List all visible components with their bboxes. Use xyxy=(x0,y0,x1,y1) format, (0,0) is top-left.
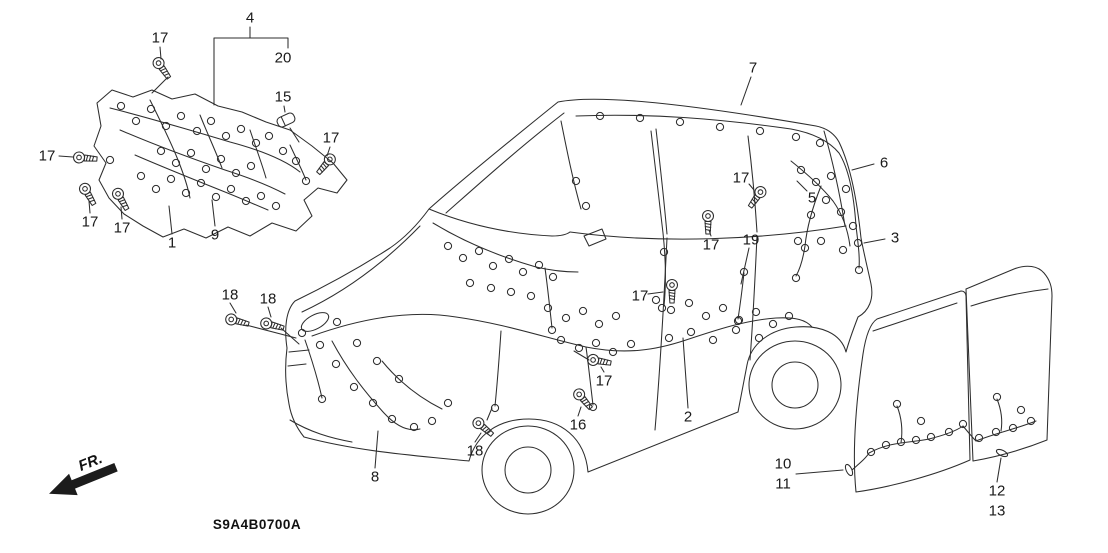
diagram-code: S9A4B0700A xyxy=(212,517,302,532)
callout-17-7: 17 xyxy=(113,219,131,237)
callout-6-23: 6 xyxy=(879,154,889,172)
callout-20-2: 20 xyxy=(274,49,292,67)
callout-16-14: 16 xyxy=(569,416,587,434)
callout-12-27: 12 xyxy=(988,482,1006,500)
ip-harness-assembly xyxy=(93,89,348,239)
callout-17-6: 17 xyxy=(81,213,99,231)
callout-18-10: 18 xyxy=(221,286,239,304)
callout-3-24: 3 xyxy=(890,229,900,247)
callout-13-28: 13 xyxy=(988,502,1006,520)
callout-7-22: 7 xyxy=(748,59,758,77)
callout-19-19: 19 xyxy=(742,231,760,249)
callout-10-25: 10 xyxy=(774,455,792,473)
floor-harness xyxy=(297,111,864,432)
callout-17-20: 17 xyxy=(732,169,750,187)
callout-17-5: 17 xyxy=(322,129,340,147)
door-panels xyxy=(844,265,1053,493)
callout-17-0: 17 xyxy=(151,29,169,47)
callout-1-8: 1 xyxy=(167,234,177,252)
callout-4-1: 4 xyxy=(245,9,255,27)
callout-15-3: 15 xyxy=(274,88,292,106)
callout-18-13: 18 xyxy=(466,442,484,460)
callout-5-21: 5 xyxy=(807,189,817,207)
callout-11-26: 11 xyxy=(775,475,791,493)
callout-9-9: 9 xyxy=(210,226,220,244)
clip-icon xyxy=(276,112,296,128)
vehicle-body xyxy=(285,98,873,515)
callout-17-18: 17 xyxy=(702,236,720,254)
callout-17-17: 17 xyxy=(631,287,649,305)
callout-18-11: 18 xyxy=(259,290,277,308)
callout-8-12: 8 xyxy=(370,468,380,486)
callout-17-4: 17 xyxy=(38,147,56,165)
callout-17-15: 17 xyxy=(595,372,613,390)
callout-2-16: 2 xyxy=(683,408,693,426)
leader-lines xyxy=(58,26,1002,483)
